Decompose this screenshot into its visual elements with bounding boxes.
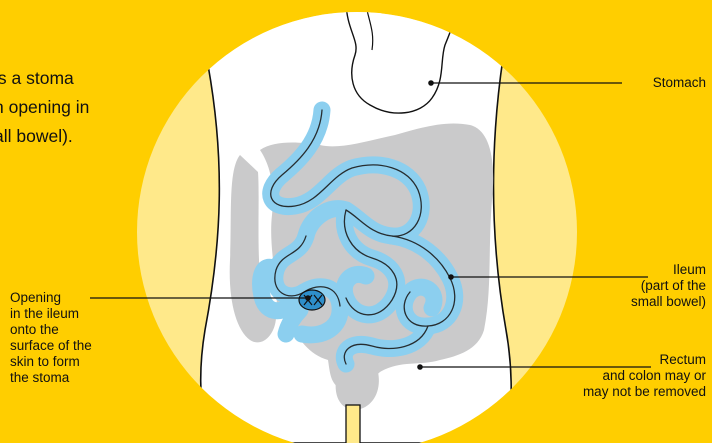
ileum-label-line: (part of the [631,278,706,294]
opening-label-line: surface of the [10,338,92,354]
rectum-label-line: may not be removed [583,384,706,400]
stoma [299,290,325,310]
opening-label-line: the stoma [10,370,92,386]
opening-label-line: in the ileum [10,306,92,322]
opening-label-line: Opening [10,290,92,306]
opening-label: Opening in the ileum onto the surface of… [10,290,92,386]
rectum-label-line: Rectum [583,352,706,368]
rectum-label-line: and colon may or [583,368,706,384]
ileum-label-line: small bowel) [631,294,706,310]
stomach-label-line: Stomach [653,75,706,91]
rectum-label: Rectum and colon may or may not be remov… [583,352,706,400]
ileum-label: Ileum (part of the small bowel) [631,262,706,310]
anal-canal [346,405,360,443]
opening-label-line: skin to form [10,354,92,370]
opening-label-line: onto the [10,322,92,338]
ileum-label-line: Ileum [631,262,706,278]
stomach-label: Stomach [653,75,706,91]
